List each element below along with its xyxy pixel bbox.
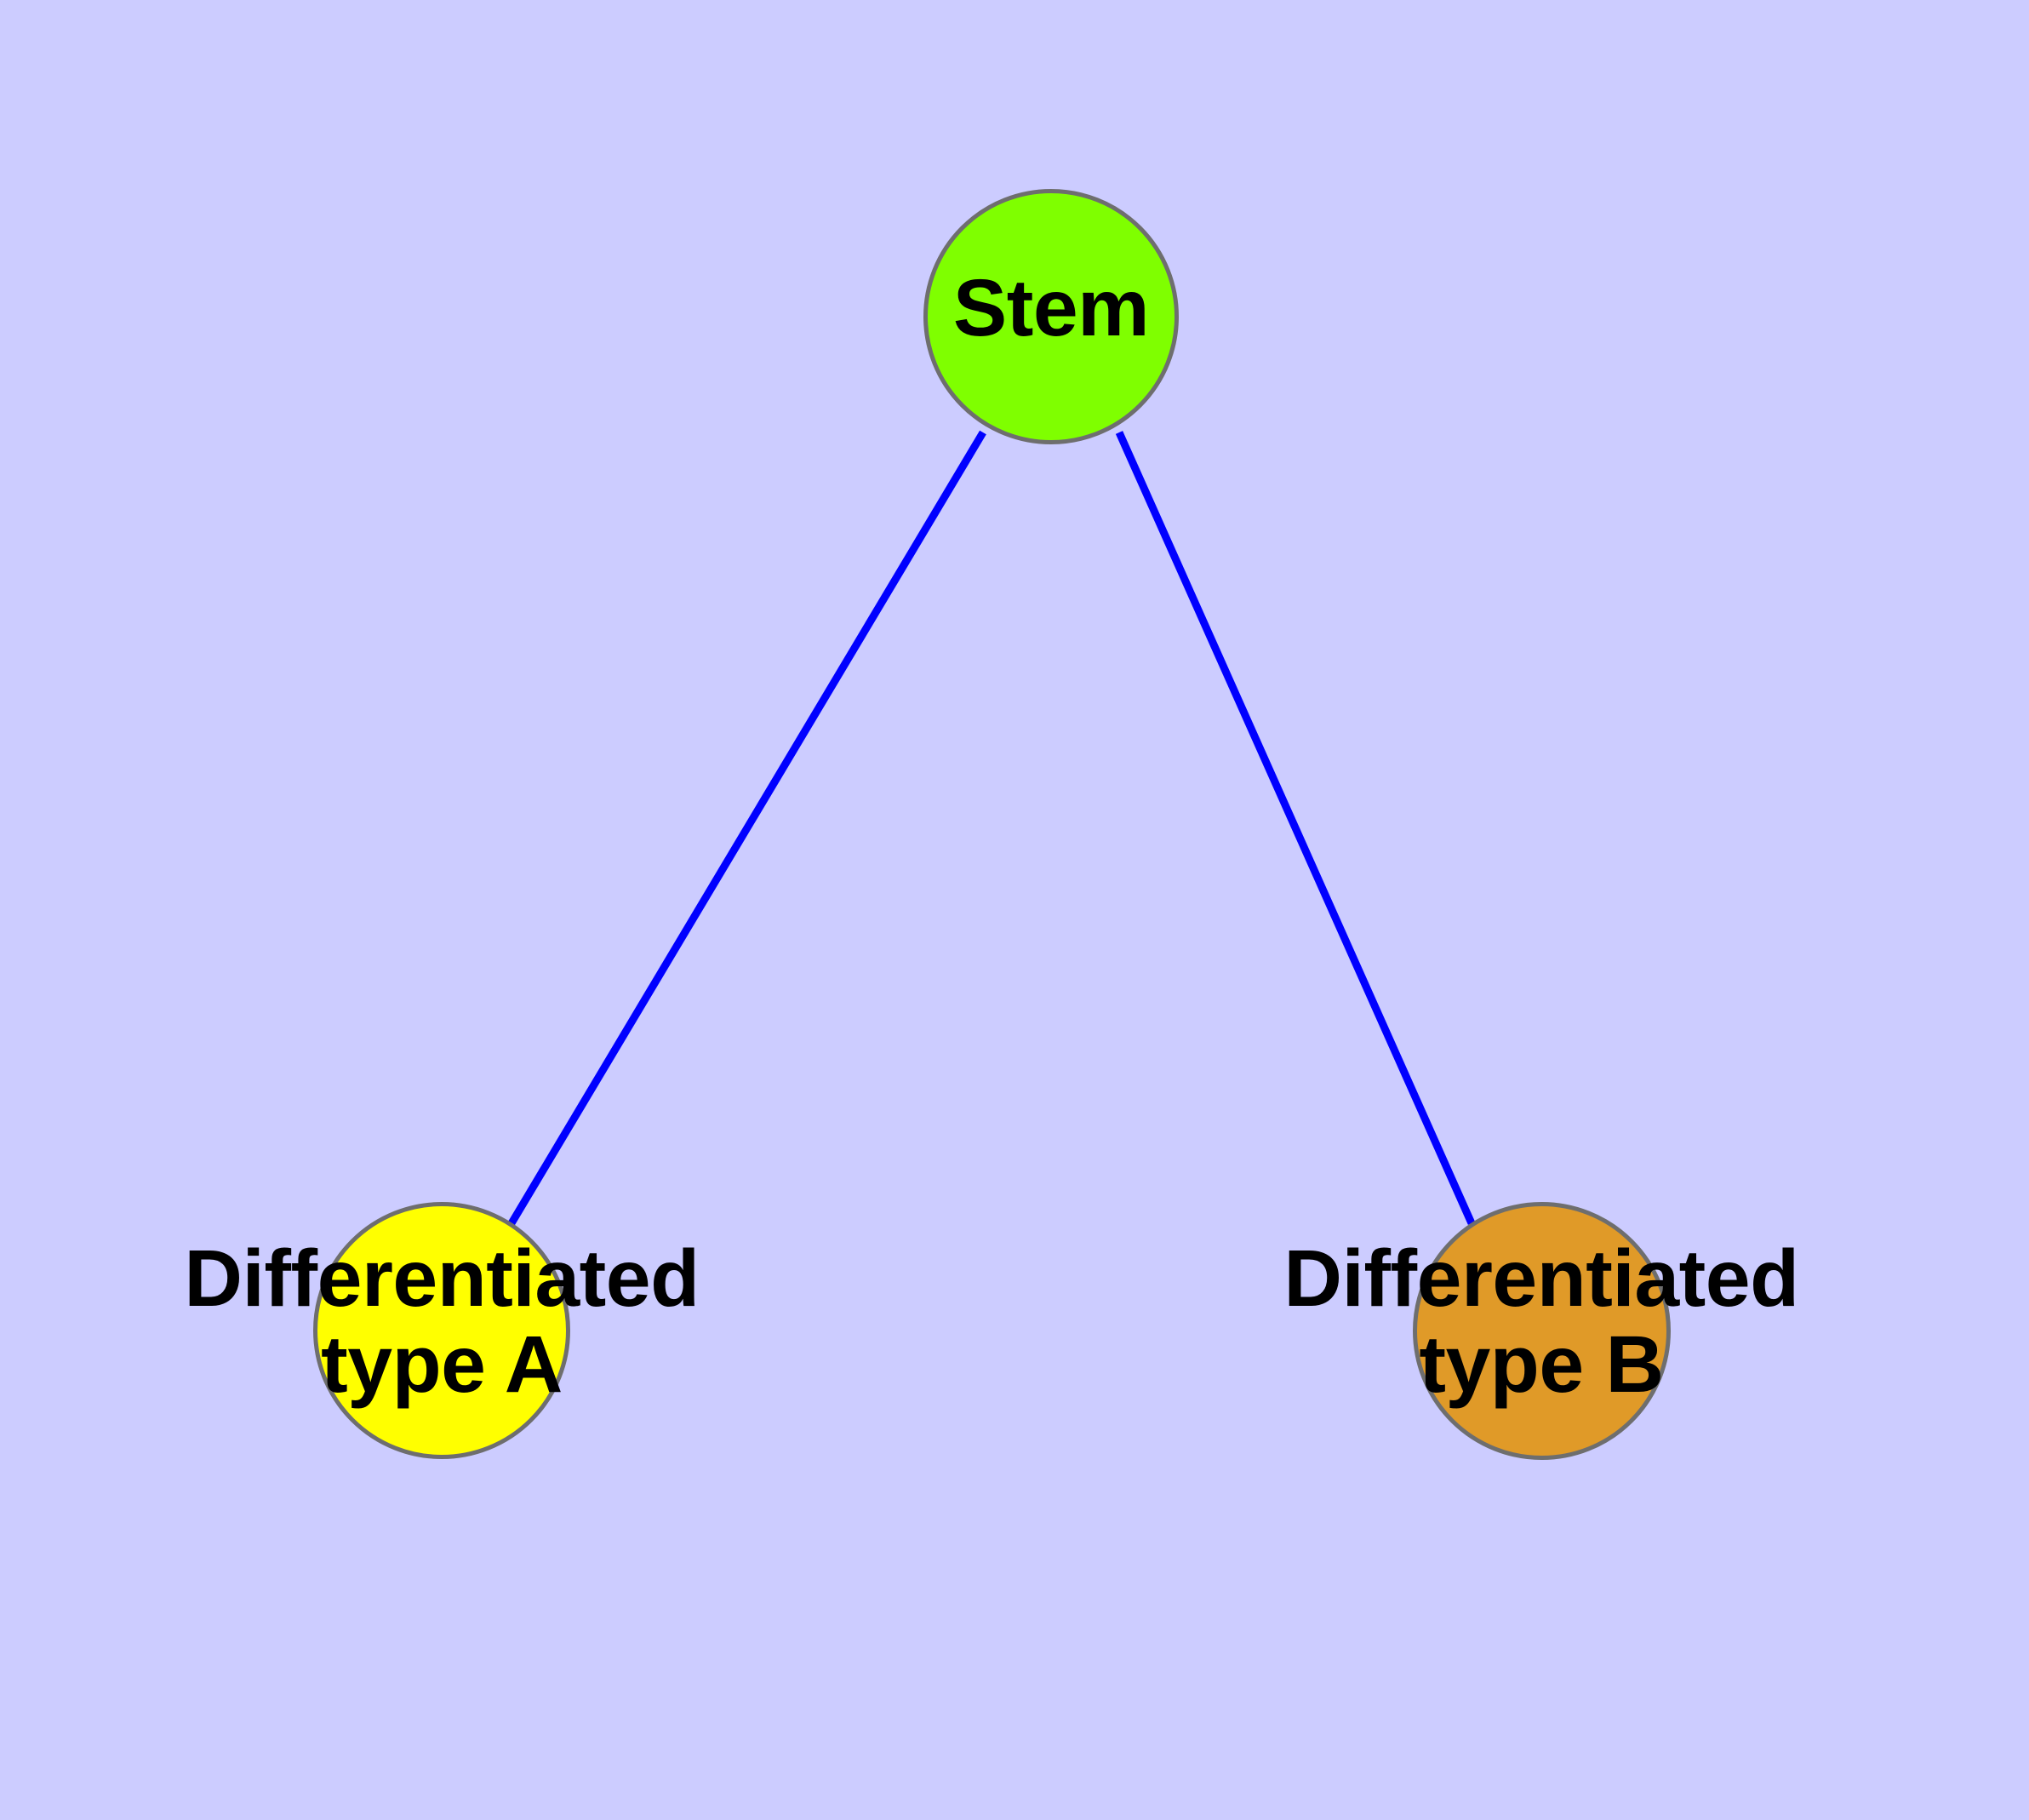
edge-stem-to-differentiated-type-b (1115, 431, 1476, 1225)
node-stem[interactable] (923, 189, 1179, 444)
node-differentiated-type-a[interactable] (313, 1202, 570, 1459)
node-differentiated-type-b[interactable] (1413, 1202, 1671, 1460)
edge-stem-to-differentiated-type-a (508, 430, 986, 1226)
